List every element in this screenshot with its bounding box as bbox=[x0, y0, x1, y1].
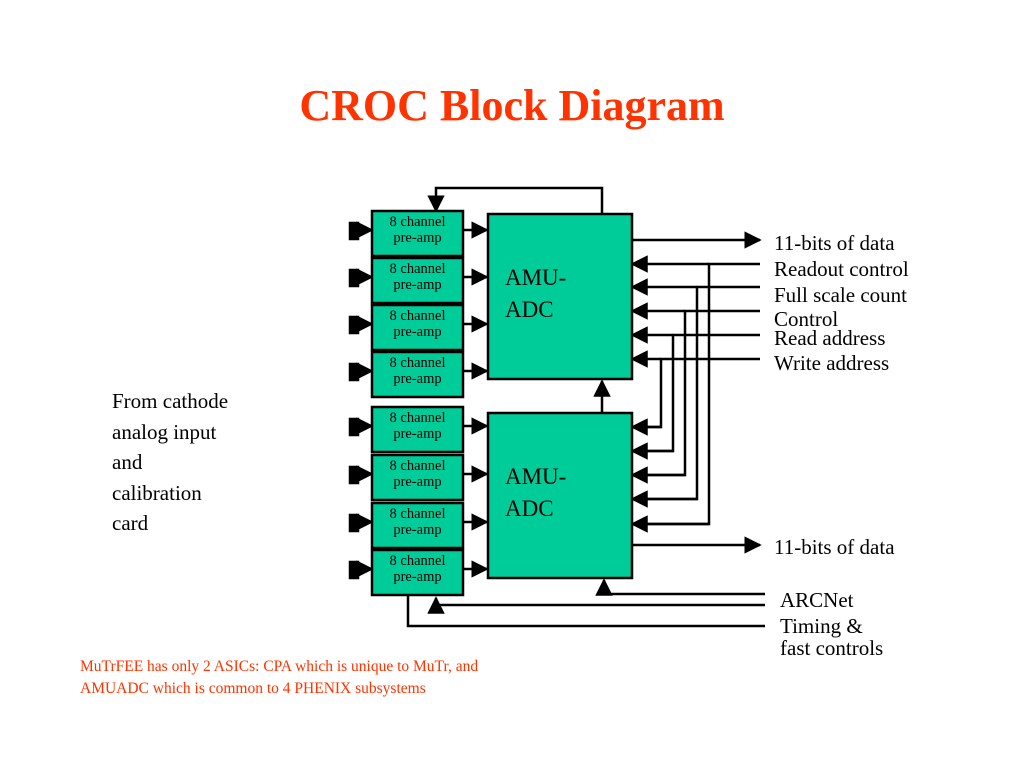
input-connector bbox=[348, 315, 360, 335]
preamp-box-7 bbox=[370, 501, 465, 550]
preamp-label-line2: pre-amp bbox=[393, 230, 441, 246]
timing-line-b bbox=[406, 596, 765, 628]
label-full-scale: Full scale count bbox=[774, 283, 907, 307]
label-read-address: Read address bbox=[774, 326, 886, 350]
input-connector bbox=[348, 221, 360, 241]
preamp-label-line1: 8 channel bbox=[390, 261, 446, 277]
page-title: CROC Block Diagram bbox=[299, 81, 725, 130]
preamp-box-3 bbox=[370, 303, 465, 352]
preamp-box-1 bbox=[370, 209, 465, 258]
label-data-bottom: 11-bits of data bbox=[774, 535, 895, 559]
label-readout-control: Readout control bbox=[774, 257, 909, 281]
preamp-label-line1: 8 channel bbox=[390, 355, 446, 371]
label-write-address: Write address bbox=[774, 351, 890, 375]
label-fast-controls: fast controls bbox=[780, 636, 884, 660]
preamp-label-line1: 8 channel bbox=[390, 458, 446, 474]
preamp-label-line2: pre-amp bbox=[393, 371, 441, 387]
preamp-box-6 bbox=[370, 453, 465, 502]
input-connector bbox=[348, 465, 360, 485]
label-arcnet: ARCNet bbox=[780, 588, 854, 612]
preamp-label-line2: pre-amp bbox=[393, 324, 441, 340]
footnote: MuTrFEE has only 2 ASICs: CPA which is u… bbox=[80, 658, 479, 697]
preamp-label-line1: 8 channel bbox=[390, 506, 446, 522]
input-connector bbox=[348, 268, 360, 288]
input-connector bbox=[348, 513, 360, 533]
feedback-line bbox=[427, 186, 604, 214]
input-source-label: From cathode analog input and calibratio… bbox=[112, 389, 229, 535]
preamp-box-5 bbox=[370, 405, 465, 454]
preamp-label-line1: 8 channel bbox=[390, 308, 446, 324]
amu-adc-box-top bbox=[486, 212, 634, 381]
preamp-label-line2: pre-amp bbox=[393, 474, 441, 490]
arcnet-line bbox=[595, 578, 765, 596]
full-scale-bus bbox=[632, 285, 760, 501]
timing-line-a bbox=[427, 596, 765, 614]
preamp-label-line1: 8 channel bbox=[390, 410, 446, 426]
label-full-scale-control: Control bbox=[774, 307, 839, 331]
preamp-label-line2: pre-amp bbox=[393, 569, 441, 585]
label-timing: Timing & bbox=[780, 614, 863, 638]
amu-adc-box-bottom bbox=[486, 411, 634, 580]
preamp-label-line1: 8 channel bbox=[390, 553, 446, 569]
preamp-box-8 bbox=[370, 548, 465, 597]
preamp-label-line2: pre-amp bbox=[393, 522, 441, 538]
preamp-box-4 bbox=[370, 350, 465, 399]
amu-adc-label-bottom: AMU-ADC bbox=[505, 464, 567, 521]
input-connector bbox=[348, 362, 360, 382]
preamp-box-2 bbox=[370, 256, 465, 305]
input-connector bbox=[348, 560, 360, 580]
preamp-label-line2: pre-amp bbox=[393, 277, 441, 293]
label-data-top: 11-bits of data bbox=[774, 231, 895, 255]
preamp-label-line1: 8 channel bbox=[390, 214, 446, 230]
preamp-label-line2: pre-amp bbox=[393, 426, 441, 442]
input-connector bbox=[348, 417, 360, 437]
amu-adc-label-top: AMU-ADC bbox=[505, 265, 567, 322]
